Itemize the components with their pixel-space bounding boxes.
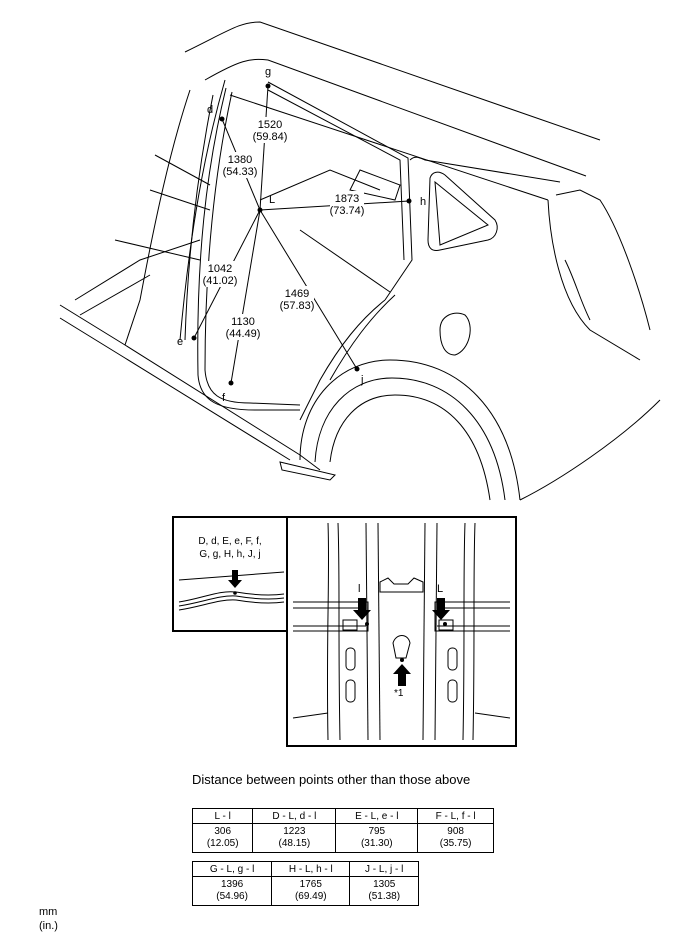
table-caption: Distance between points other than those… <box>192 772 471 787</box>
dim-f-L-mm: 1130 <box>231 316 255 328</box>
quarter-frame <box>267 81 413 301</box>
point-d <box>219 116 225 122</box>
point-g <box>265 83 271 89</box>
table-cell: 1396(54.96) <box>191 876 273 906</box>
label-e: e <box>177 336 183 348</box>
table-cell: 1765(69.49) <box>271 876 351 906</box>
dim-e-L-mm: 1042 <box>208 263 232 275</box>
front-pillar <box>124 89 191 346</box>
dim-g-L-mm: 1520 <box>258 119 282 131</box>
detail-left-drawing <box>178 570 285 611</box>
arrow-up-icon <box>393 664 411 686</box>
point-L <box>257 207 263 213</box>
footnote-1: *1 <box>394 688 404 699</box>
table-cell: 1305(51.38) <box>349 876 419 906</box>
label-L-detail: L <box>437 583 443 595</box>
dim-f-L-in: (44.49) <box>226 328 261 340</box>
vehicle-body-diagram: g d L h e f j 1520 (59.84) 1380 (54.33) … <box>59 21 661 501</box>
dim-j-L-mm: 1469 <box>285 288 309 300</box>
quarter-window <box>427 171 498 251</box>
table-header: G - L, g - l <box>191 861 273 877</box>
table-header: J - L, j - l <box>349 861 419 877</box>
table-cell: 908(35.75) <box>417 823 494 853</box>
label-g: g <box>265 66 271 78</box>
dim-line-g-L <box>259 85 269 211</box>
arrow-down-icon <box>353 598 371 620</box>
dim-e-L-in: (41.02) <box>203 275 238 287</box>
point-e <box>191 335 197 341</box>
wheel-arch <box>299 359 521 501</box>
label-l: l <box>358 583 360 595</box>
detail-right-box: l L *1 <box>286 516 517 747</box>
label-f: f <box>222 392 226 404</box>
dim-d-L-mm: 1380 <box>228 154 252 166</box>
detail-left-box: D, d, E, e, F, f, G, g, H, h, J, j <box>172 516 288 632</box>
distance-table-1: L - l D - L, d - l E - L, e - l F - L, f… <box>191 808 494 853</box>
point-j <box>354 366 360 372</box>
distance-table-2: G - L, g - l H - L, h - l J - L, j - l 1… <box>191 861 419 906</box>
side-sill <box>59 304 321 471</box>
unit-in: (in.) <box>39 920 58 932</box>
dim-h-L-in: (73.74) <box>330 205 365 217</box>
dim-h-L-mm: 1873 <box>335 193 359 205</box>
point-f <box>228 380 234 386</box>
arrow-down-icon <box>228 570 242 588</box>
dim-g-L-in: (59.84) <box>253 131 288 143</box>
roof-edge <box>184 21 601 141</box>
table-cell: 1223(48.15) <box>252 823 337 853</box>
dim-line-f-L <box>230 209 261 384</box>
unit-legend: mm (in.) <box>39 905 58 933</box>
detail-right-drawing: l L *1 <box>292 522 511 741</box>
point-h <box>406 198 412 204</box>
table-header: L - l <box>191 808 254 824</box>
label-j: j <box>360 374 363 386</box>
label-h: h <box>420 196 426 208</box>
unit-mm: mm <box>39 906 58 918</box>
door-opening <box>204 91 301 406</box>
detail-left-line1: D, d, E, e, F, f, <box>198 536 262 547</box>
dim-j-L-in: (57.83) <box>280 300 315 312</box>
roof-inner <box>204 58 587 177</box>
dim-d-L-in: (54.33) <box>223 166 258 178</box>
detail-left-line2: G, g, H, h, J, j <box>199 549 261 560</box>
arrow-down-icon <box>432 598 450 620</box>
table-header: D - L, d - l <box>252 808 337 824</box>
label-L: L <box>269 194 275 206</box>
table-header: F - L, f - l <box>417 808 494 824</box>
label-d: d <box>207 104 213 116</box>
table-cell: 795(31.30) <box>335 823 419 853</box>
table-cell: 306(12.05) <box>191 823 254 853</box>
table-header: H - L, h - l <box>271 861 351 877</box>
table-header: E - L, e - l <box>335 808 419 824</box>
